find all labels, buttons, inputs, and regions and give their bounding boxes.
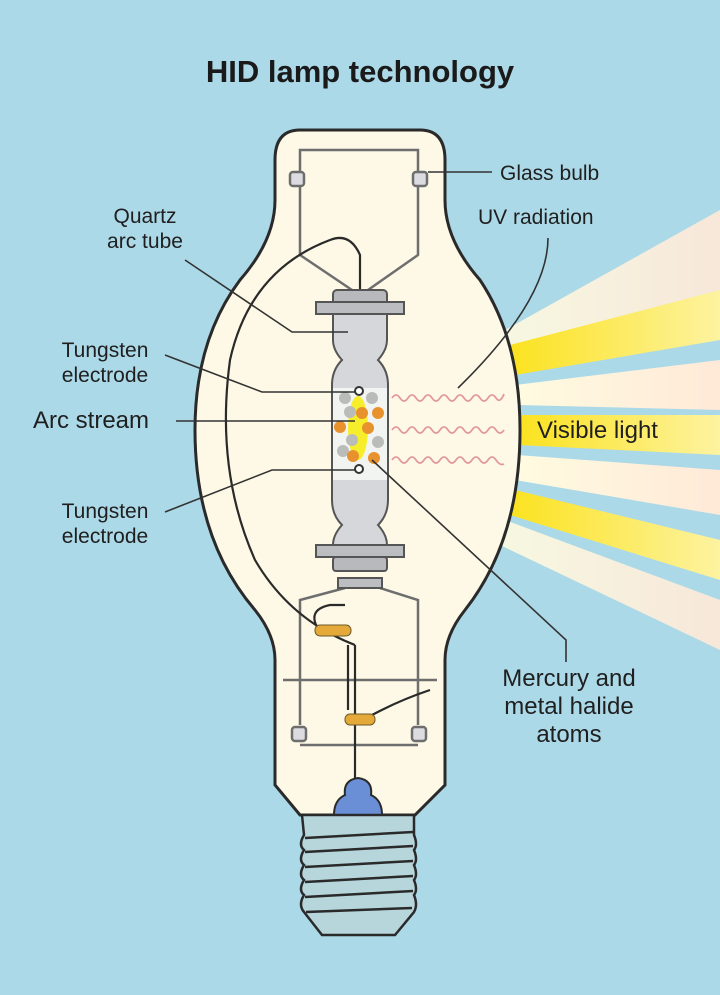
visible-light-beams	[500, 210, 720, 650]
label-atoms-3: atoms	[536, 721, 601, 748]
label-quartz-2: arc tube	[107, 230, 183, 253]
diagram-title: HID lamp technology	[206, 54, 515, 89]
label-tungsten-top-1: Tungsten	[62, 339, 149, 362]
resistor-bottom	[344, 713, 376, 726]
label-quartz-1: Quartz	[113, 205, 176, 228]
uv-waves	[391, 393, 505, 466]
label-arc-stream: Arc stream	[33, 407, 149, 434]
label-uv-radiation: UV radiation	[478, 206, 594, 229]
label-glass-bulb: Glass bulb	[500, 162, 599, 185]
tungsten-electrode-bottom	[354, 464, 364, 474]
label-atoms-2: metal halide	[504, 693, 633, 720]
atoms	[334, 392, 384, 464]
tungsten-electrode-top	[354, 386, 364, 396]
label-visible-light: Visible light	[537, 417, 658, 444]
label-tungsten-bottom-1: Tungsten	[62, 500, 149, 523]
label-tungsten-bottom-2: electrode	[62, 525, 148, 548]
leader-lines	[164, 171, 567, 662]
insulator-blue	[332, 776, 384, 816]
label-tungsten-top-2: electrode	[62, 364, 148, 387]
resistor-top	[314, 624, 352, 637]
screw-base	[299, 813, 418, 937]
label-atoms-1: Mercury and	[502, 665, 635, 692]
